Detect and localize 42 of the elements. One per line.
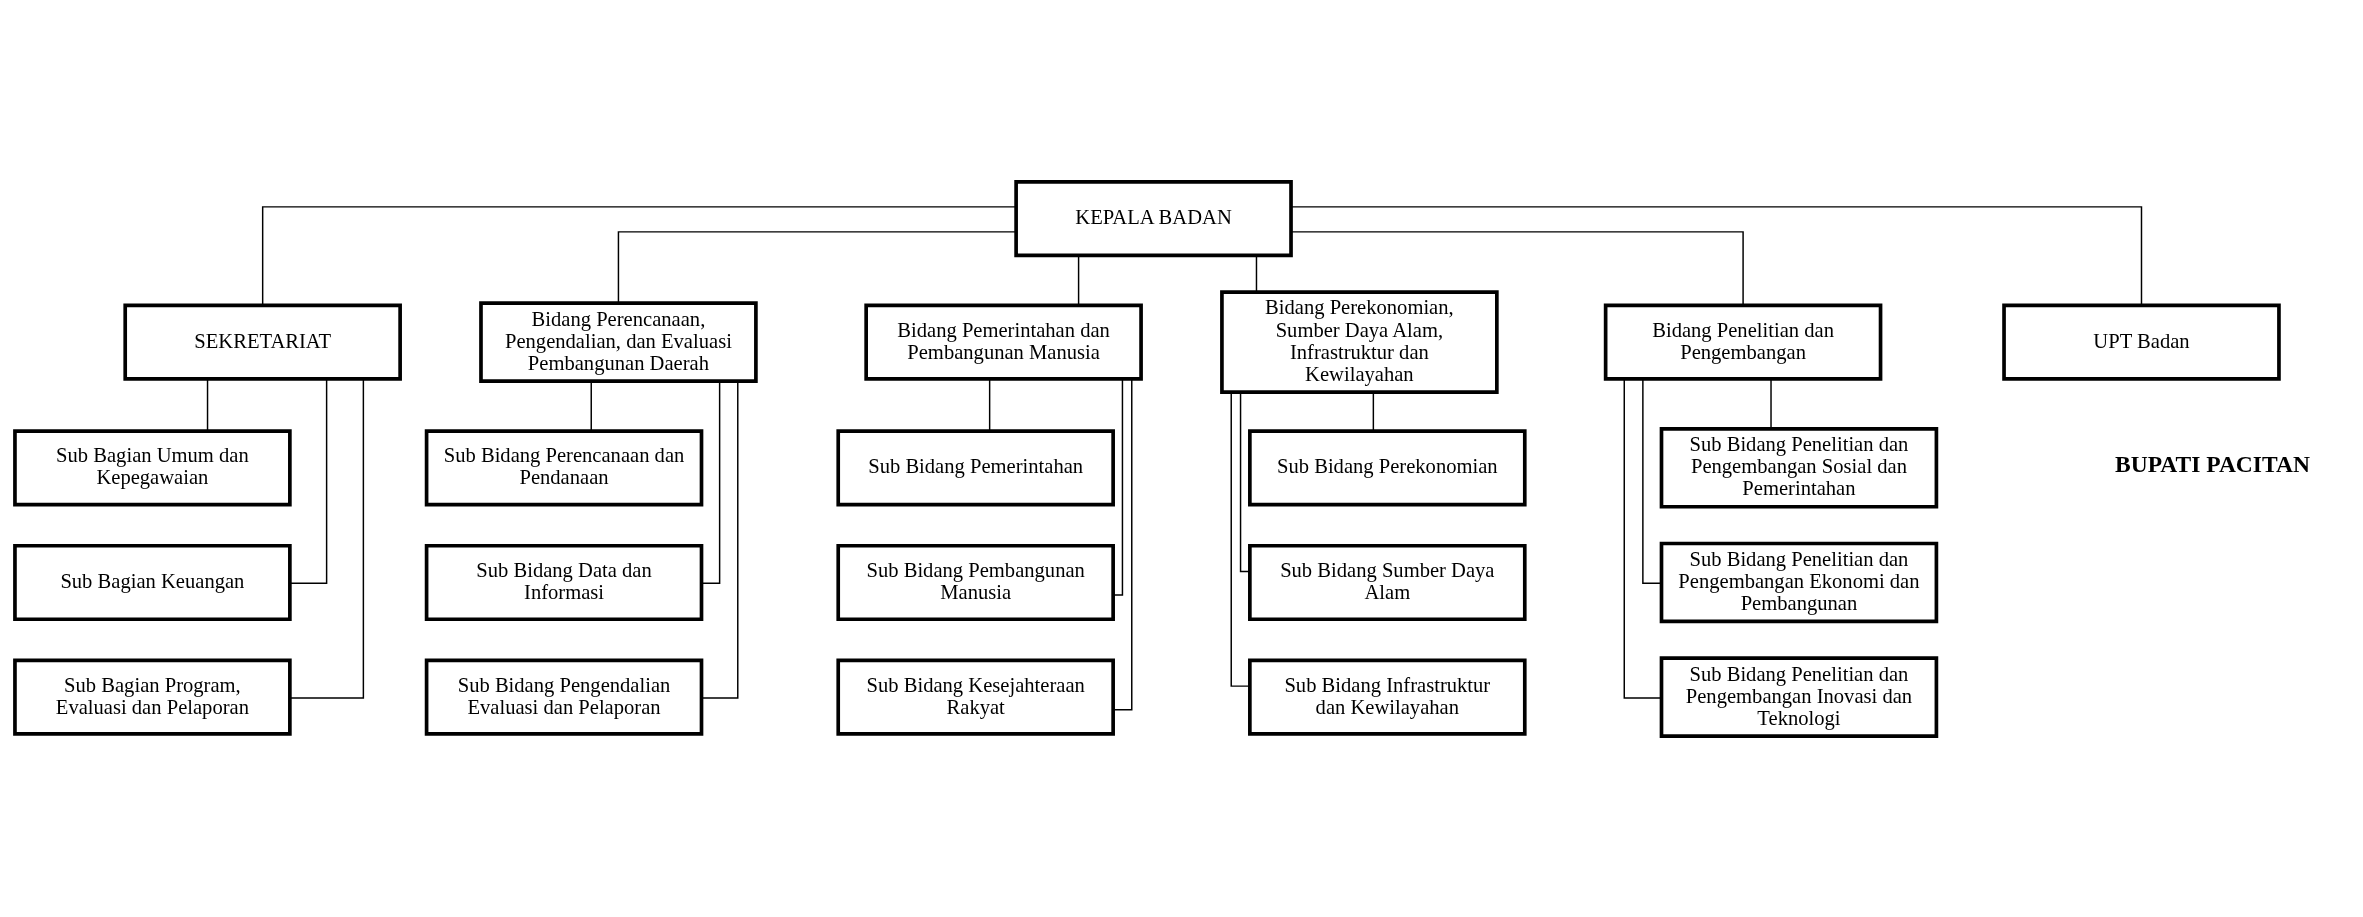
node-box: Bidang Pemerintahan dan Pembangunan Manusia [864, 303, 1143, 381]
node-box: Sub Bidang Perekonomian [1248, 428, 1527, 506]
connector [1290, 230, 1744, 306]
node-box: Sub Bagian Program, Evaluasi dan Pelaporan [13, 658, 292, 736]
connector [1642, 378, 1663, 584]
node-box: Sub Bidang Pemerintahan [836, 428, 1115, 506]
node-box: Bidang Perekonomian, Sumber Daya Alam, Infrastruktur dan Kewilayahan [1220, 289, 1499, 394]
node-box: Sub Bidang Pembangunan Manusia [836, 543, 1115, 621]
connector [1077, 254, 1080, 306]
connector [289, 378, 365, 699]
connector [1623, 378, 1663, 699]
node-box: Sub Bidang Kesejahteraan Rakyat [836, 658, 1115, 736]
connector [701, 380, 721, 584]
connector [701, 380, 739, 699]
node-box: Sub Bidang Penelitian dan Pengembangan Ekonomi dan Pembangunan [1659, 541, 1939, 623]
connector [1770, 377, 1772, 429]
node-box: Bidang Perencanaan, Pengendalian, dan Evaluasi Pembangunan Daerah [479, 300, 758, 383]
node-box: KEPALA BADAN [1014, 179, 1293, 257]
node-box: Sub Bagian Umum dan Kepegawaian [13, 428, 292, 506]
connector [1112, 378, 1133, 710]
connector [617, 230, 1017, 304]
connector [1255, 254, 1258, 293]
node-box: Sub Bidang Pengendalian Evaluasi dan Pelaporan [424, 658, 704, 736]
node-box: UPT Badan [2002, 303, 2281, 381]
node-box: Sub Bidang Perencanaan dan Pendanaan [424, 428, 704, 506]
node-box: Sub Bidang Sumber Daya Alam [1248, 543, 1527, 621]
connector [988, 377, 991, 432]
node-box: Bidang Penelitian dan Pengembangan [1603, 303, 1883, 381]
node-box: Sub Bagian Keuangan [13, 543, 292, 621]
connector [206, 377, 209, 432]
connector [1290, 205, 2143, 306]
node-box: Sub Bidang Infrastruktur dan Kewilayahan [1248, 658, 1527, 736]
label: BUPATI PACITAN [2115, 450, 2310, 477]
connector [261, 205, 1017, 306]
node-box: Sub Bidang Data dan Informasi [424, 543, 704, 621]
node-box: SEKRETARIAT [123, 303, 402, 381]
connector [1372, 391, 1375, 432]
connector [1239, 391, 1251, 572]
connector [1112, 377, 1124, 596]
node-box: Sub Bidang Penelitian dan Pengembangan Inovasi dan Teknologi [1659, 655, 1939, 738]
connector [289, 378, 328, 584]
node-box: Sub Bidang Penelitian dan Pengembangan Sosial dan Pemerintahan [1659, 426, 1939, 509]
